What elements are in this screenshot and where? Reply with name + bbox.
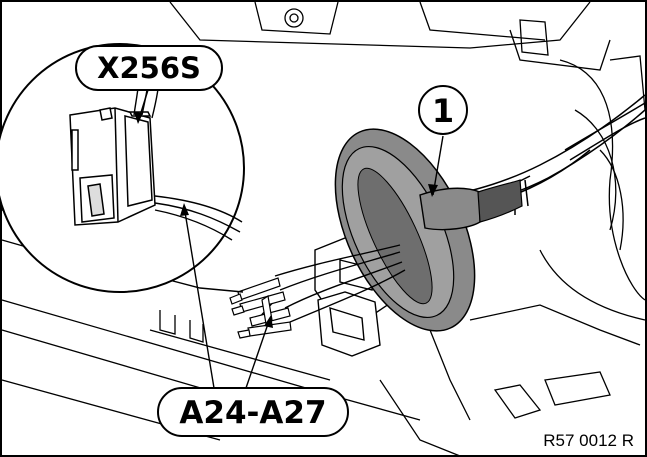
arrow-heads (134, 112, 438, 328)
a24-leader-right (245, 317, 271, 389)
x256s-label: X256S (97, 51, 201, 85)
figure-reference: R57 0012 R (543, 431, 634, 450)
cable-grommet (334, 128, 523, 332)
x256s-arrowhead (134, 112, 143, 124)
pin-terminals (229, 277, 292, 339)
a24-a27-callout: A24-A27 (157, 387, 349, 437)
x256s-callout: X256S (75, 45, 223, 91)
x256s-connector-housing (69, 107, 156, 226)
grommet-arrowhead (428, 184, 438, 197)
detail-magnifier (0, 43, 245, 293)
grommet-number-label: 1 (432, 92, 454, 130)
a24-leader-left (183, 205, 215, 389)
a24-a27-label: A24-A27 (179, 395, 326, 431)
figure-reference-backdrop (520, 424, 644, 454)
a24-arrowhead-right (264, 315, 273, 328)
grommet-callout: 1 (418, 85, 468, 135)
a24-arrowhead-left (180, 203, 189, 216)
